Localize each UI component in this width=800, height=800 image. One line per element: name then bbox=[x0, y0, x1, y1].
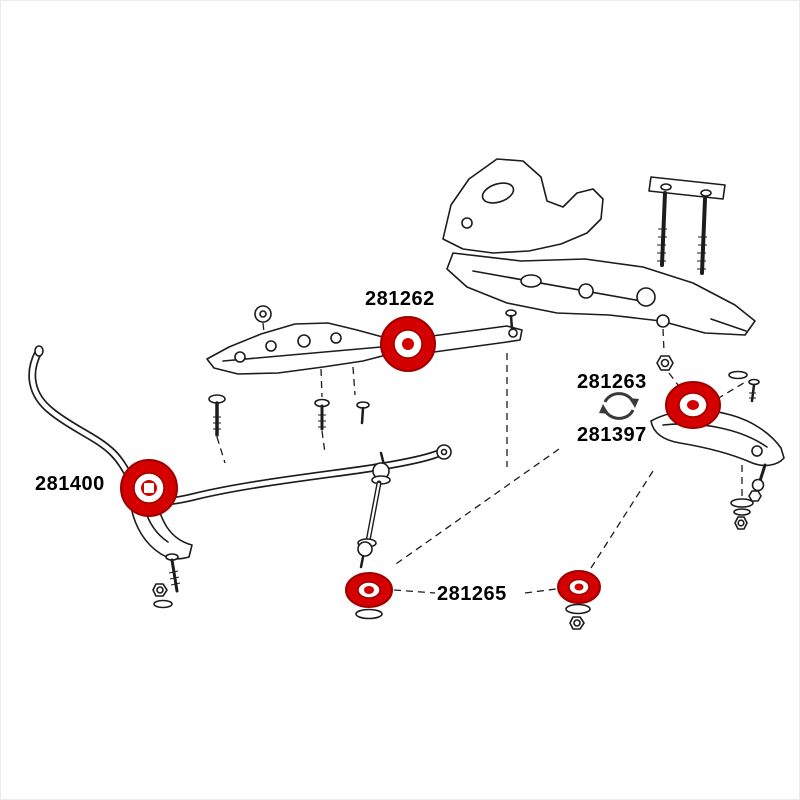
bracket-bolts bbox=[208, 394, 370, 464]
bushing-washer-left bbox=[355, 608, 383, 620]
control-arm-bracket bbox=[206, 305, 395, 398]
part-label-281400: 281400 bbox=[35, 473, 105, 495]
swap-icon bbox=[599, 392, 639, 420]
subframe-mount-bolts bbox=[648, 176, 726, 275]
part-label-281263: 281263 bbox=[577, 371, 647, 393]
part-label-281262: 281262 bbox=[365, 288, 435, 310]
arm-hardware bbox=[716, 370, 760, 530]
sway-bar-link bbox=[357, 451, 391, 569]
bushing-highlight-281263-281397 bbox=[665, 381, 721, 429]
bushing-highlight-281265-left bbox=[345, 572, 393, 608]
leader-lines bbox=[392, 353, 654, 594]
bushing-hardware-right bbox=[565, 603, 591, 630]
bushing-highlight-281265-right bbox=[557, 570, 601, 604]
subframe-nut bbox=[656, 328, 682, 390]
bushing-highlight-281400 bbox=[120, 459, 178, 517]
subframe-crossmember bbox=[442, 158, 756, 336]
bushing-highlight-281262 bbox=[380, 316, 436, 372]
part-label-281265: 281265 bbox=[437, 583, 507, 605]
radius-arm bbox=[431, 309, 523, 353]
part-label-281397: 281397 bbox=[577, 424, 647, 446]
lower-control-arm bbox=[650, 409, 785, 502]
